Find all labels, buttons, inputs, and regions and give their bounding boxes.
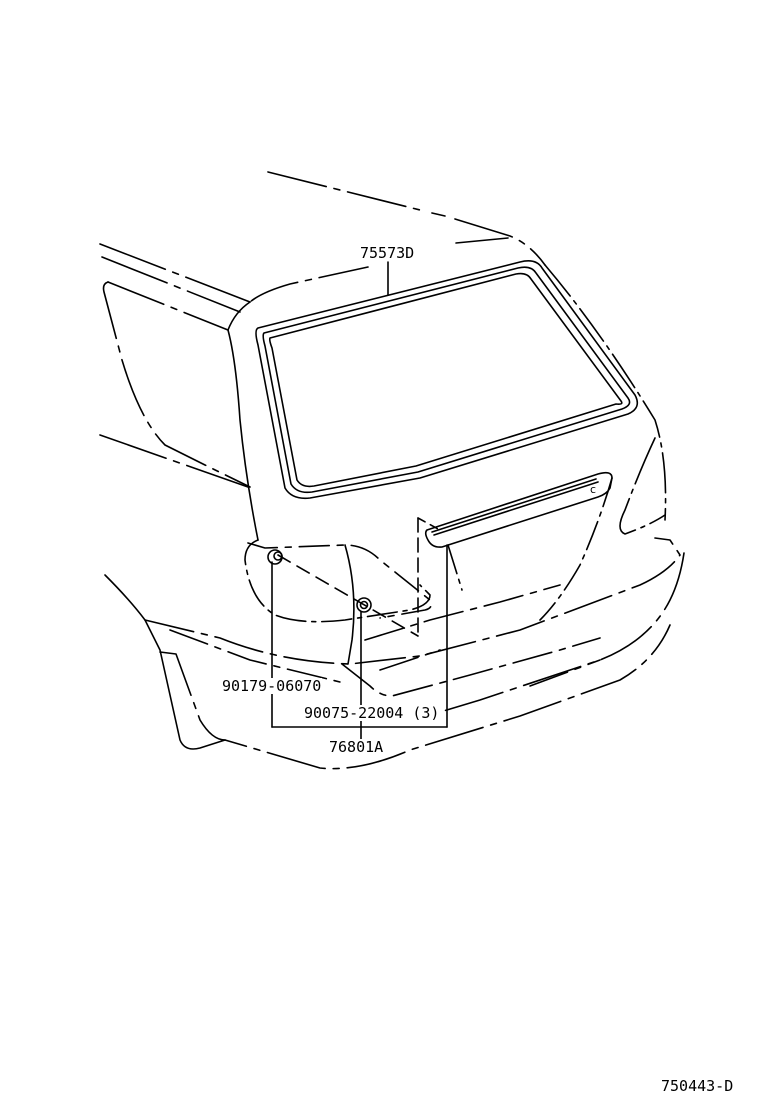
roof-rail-inner — [101, 256, 241, 313]
svg-text:c: c — [590, 483, 596, 496]
clip-90179-06070 — [267, 549, 283, 565]
clip-90075-22004 — [356, 597, 372, 613]
roof-rail-outer — [99, 243, 251, 303]
figure-reference-id: 750443-D — [660, 1077, 735, 1095]
side-window — [102, 281, 251, 488]
license-garnish: c — [424, 471, 613, 548]
hatch-left-edge — [227, 329, 259, 541]
callout-76801A: 76801A — [328, 738, 385, 756]
tail-lamp-right — [619, 437, 666, 535]
rear-window-glass — [255, 260, 639, 500]
callout-90179-06070: 90179-06070 — [221, 677, 323, 695]
roof-line — [267, 171, 546, 266]
rear-bumper — [104, 537, 685, 770]
callout-90075-22004: 90075-22004 (3) — [303, 704, 441, 722]
tail-lamp-left — [247, 542, 432, 619]
callout-75573D: 75573D — [359, 244, 416, 262]
hatch-right-edge — [544, 264, 667, 521]
